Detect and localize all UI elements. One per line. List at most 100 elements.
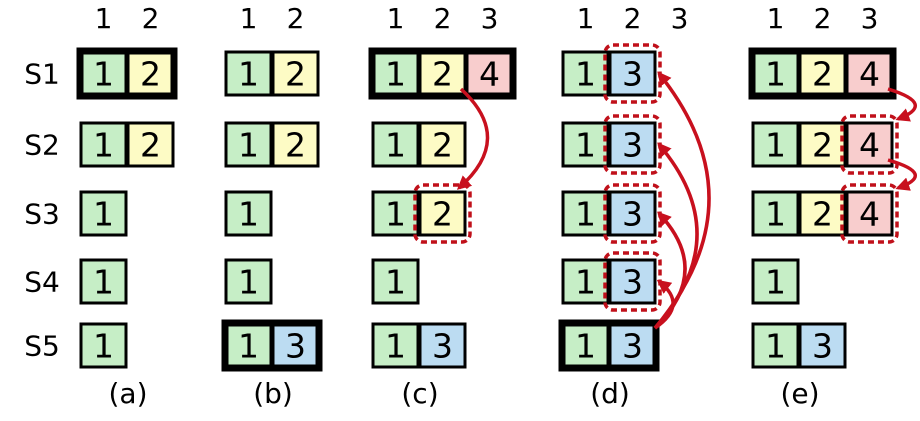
log-entry-term: 1 (93, 126, 114, 165)
log-entry-cell (224, 50, 273, 97)
log-entry-cell (798, 190, 847, 237)
log-entry-term: 1 (765, 126, 786, 165)
log-index-label: 2 (142, 2, 160, 35)
log-entry-term: 1 (765, 195, 786, 234)
log-index-label: 2 (287, 2, 305, 35)
log-entry-cell (608, 258, 657, 305)
log-entry-term: 3 (622, 126, 643, 165)
log-entry-cell (465, 50, 514, 97)
log-entry-term: 1 (385, 195, 406, 234)
log-entry-cell (126, 121, 175, 168)
log-entry-cell (561, 121, 610, 168)
log-entry-term: 1 (93, 263, 114, 302)
server-label-s3: S3 (24, 198, 60, 231)
log-entry-cell (608, 121, 657, 168)
log-index-label: 2 (814, 2, 832, 35)
log-entry-term: 2 (812, 195, 833, 234)
log-entry-cell (371, 258, 420, 305)
log-entry-cell (418, 190, 467, 237)
log-entry-term: 1 (93, 327, 114, 366)
log-entry-term: 1 (238, 126, 259, 165)
log-entry-term: 1 (385, 126, 406, 165)
log-entry-cell (371, 121, 420, 168)
log-entry-term: 1 (765, 327, 786, 366)
log-entry-cell (561, 50, 610, 97)
server-label-s2: S2 (24, 129, 60, 162)
log-entry-term: 1 (93, 55, 114, 94)
log-entry-cell (79, 121, 128, 168)
log-index-label: 3 (481, 2, 499, 35)
log-entry-cell (751, 322, 800, 369)
leader-outline (558, 319, 660, 372)
log-entry-cell (798, 322, 847, 369)
replication-arrow (653, 211, 687, 330)
log-entry-term: 2 (812, 55, 833, 94)
log-entry-cell (561, 190, 610, 237)
log-entry-term: 1 (575, 55, 596, 94)
log-entry-term: 1 (238, 55, 259, 94)
log-entry-cell (224, 190, 273, 237)
leader-outline (368, 47, 517, 100)
log-index-label: 2 (624, 2, 642, 35)
log-entry-cell (79, 322, 128, 369)
replication-arrow (654, 279, 675, 330)
log-entry-term: 1 (575, 126, 596, 165)
log-entry-cell (271, 50, 320, 97)
replicated-entry-highlight (413, 183, 472, 244)
log-entry-cell (608, 322, 657, 369)
log-entry-cell (224, 121, 273, 168)
log-entry-cell (79, 258, 128, 305)
log-entry-term: 2 (432, 55, 453, 94)
replication-arrow (456, 87, 490, 190)
replicated-entry-highlight (840, 183, 899, 244)
log-entry-cell (751, 258, 800, 305)
log-entry-term: 3 (812, 327, 833, 366)
log-entry-term: 2 (432, 126, 453, 165)
replication-arrow (887, 87, 917, 122)
log-entry-term: 3 (622, 263, 643, 302)
log-entry-term: 2 (285, 55, 306, 94)
log-entry-term: 1 (385, 263, 406, 302)
log-entry-term: 3 (622, 195, 643, 234)
log-entry-cell (608, 50, 657, 97)
log-entry-term: 1 (238, 263, 259, 302)
leader-outline (221, 319, 323, 372)
log-entry-term: 3 (432, 327, 453, 366)
log-entry-cell (418, 121, 467, 168)
log-index-label: 3 (861, 2, 879, 35)
log-entry-term: 1 (765, 55, 786, 94)
log-entry-term: 4 (479, 55, 500, 94)
log-entry-cell (371, 190, 420, 237)
log-entry-term: 2 (140, 55, 161, 94)
leader-outline (748, 47, 897, 100)
log-entry-term: 4 (859, 126, 880, 165)
panel-caption: (d) (590, 377, 630, 410)
log-entry-cell (845, 121, 894, 168)
log-entry-term: 2 (285, 126, 306, 165)
log-entry-term: 1 (238, 195, 259, 234)
log-entry-cell (271, 121, 320, 168)
log-entry-term: 4 (859, 195, 880, 234)
log-index-label: 1 (95, 2, 113, 35)
log-entry-term: 1 (385, 55, 406, 94)
log-index-label: 2 (434, 2, 452, 35)
log-entry-term: 1 (765, 263, 786, 302)
log-entry-term: 2 (140, 126, 161, 165)
server-label-s1: S1 (24, 58, 60, 91)
log-entry-term: 1 (93, 195, 114, 234)
log-entry-term: 1 (575, 327, 596, 366)
log-entry-cell (751, 190, 800, 237)
log-entry-cell (608, 190, 657, 237)
log-entry-term: 1 (575, 263, 596, 302)
leader-outline (76, 47, 178, 100)
log-entry-term: 2 (812, 126, 833, 165)
log-index-label: 1 (240, 2, 258, 35)
panel-caption: (c) (401, 377, 438, 410)
replicated-entry-highlight (840, 114, 899, 175)
